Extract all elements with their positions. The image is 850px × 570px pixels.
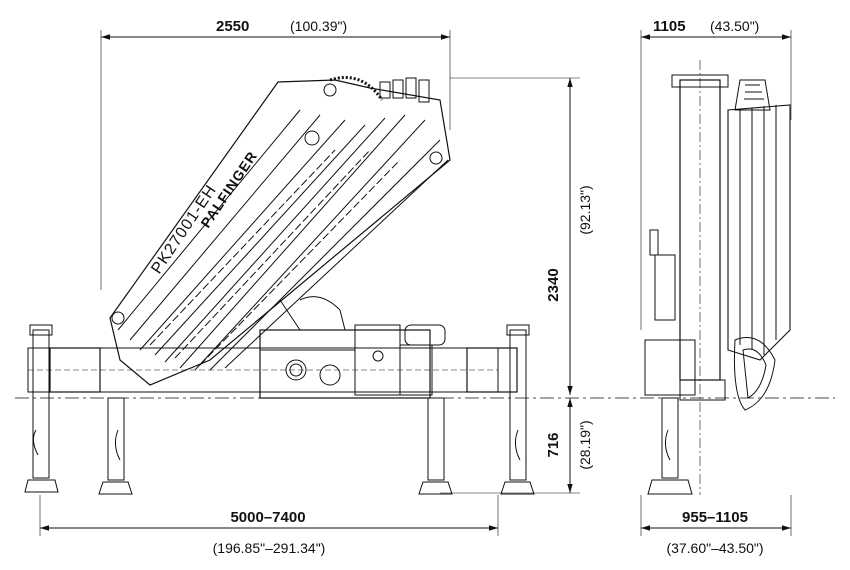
crane-side-view <box>27 76 518 399</box>
dim-height-closed-value: 2550 <box>216 18 249 35</box>
dim-height-closed-inches: (100.39") <box>290 18 347 34</box>
dimension-lines <box>15 30 835 536</box>
dimension-labels: 2550 (100.39") 1105 (43.50") 2340 (92.13… <box>213 18 764 556</box>
dim-base-width-inches: (37.60"–43.50") <box>666 540 763 556</box>
dim-outrigger-span-value: 5000–7400 <box>230 509 305 526</box>
dim-outrigger-span-inches: (196.85"–291.34") <box>213 540 326 556</box>
dim-width-closed-inches: (43.50") <box>710 18 759 34</box>
stabilizer-legs-side <box>24 324 535 495</box>
dim-height-total-inches: (92.13") <box>577 185 593 234</box>
dim-height-below-inches: (28.19") <box>577 420 593 469</box>
dim-width-closed-value: 1105 <box>653 18 686 35</box>
dim-height-below-value: 716 <box>545 432 562 457</box>
dim-height-total-value: 2340 <box>545 268 562 301</box>
crane-end-view <box>644 60 791 495</box>
dim-base-width-value: 955–1105 <box>682 509 748 526</box>
